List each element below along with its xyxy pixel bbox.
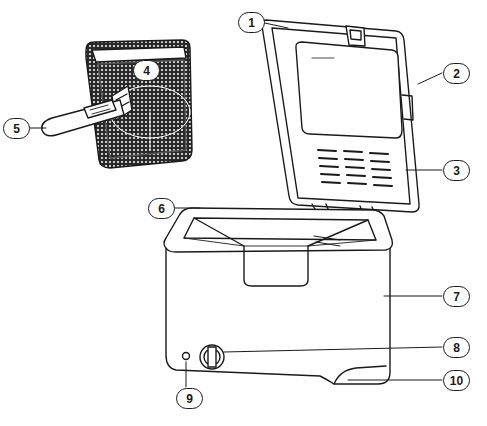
callout-number: 1: [238, 12, 265, 33]
callout-number: 3: [443, 160, 470, 181]
callout-number: 6: [148, 198, 175, 219]
callout-number: 2: [443, 63, 470, 84]
callout-number: 5: [3, 118, 30, 139]
callout-number: 9: [176, 388, 203, 409]
callout-number: 4: [133, 60, 160, 81]
callout-number: 8: [443, 337, 470, 358]
callout-number: 7: [443, 286, 470, 307]
callout-number: 10: [443, 370, 470, 391]
